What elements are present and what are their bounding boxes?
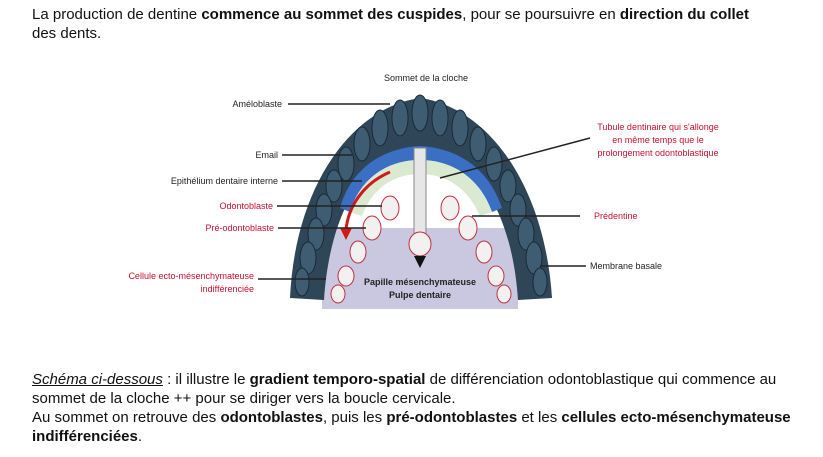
- intro-text-3: des dents.: [32, 25, 102, 42]
- label-email: Email: [255, 150, 278, 160]
- ameloblast-cells: [294, 94, 548, 297]
- label-papille-line1: Papille mésenchymateuse: [364, 277, 476, 287]
- summary-bold-4: cellules ecto-mésenchymateuse indifféren…: [32, 409, 791, 445]
- label-cellule-line1: Cellule ecto-mésenchymateuse: [128, 271, 254, 281]
- summary-paragraph: Schéma ci-dessous : il illustre le gradi…: [32, 370, 812, 446]
- label-pre-odontoblaste: Pré-odontoblaste: [205, 223, 274, 233]
- summary-text-6: .: [137, 428, 143, 445]
- intro-bold-1: commence au sommet des cuspides: [201, 6, 463, 23]
- central-odontoblast: [408, 231, 432, 257]
- summary-text-3: Au sommet on retrouve des: [32, 409, 221, 426]
- label-epithelium: Epithélium dentaire interne: [171, 176, 278, 186]
- summary-text-2: de différenciation odontoblastique qui c…: [32, 371, 777, 407]
- intro-text-1: La production de dentine: [32, 6, 202, 23]
- leader-lines: [258, 103, 591, 280]
- odontoblast-cells: [330, 195, 512, 304]
- dentinogenesis-diagram: Sommet de la cloche Améloblaste Email Ep…: [128, 73, 719, 309]
- summary-bold-1: gradient temporo-spatial: [249, 371, 426, 388]
- label-papille-line2: Pulpe dentaire: [389, 290, 451, 300]
- summary-underlined: Schéma ci-dessous: [32, 371, 163, 388]
- dentinal-tubule: [413, 147, 427, 241]
- label-tubule-line2: en même temps que le: [612, 135, 704, 145]
- enamel-layer: [340, 146, 502, 212]
- gradient-arrow-head-icon: [340, 228, 352, 240]
- summary-bold-3: pré-odontoblastes: [386, 409, 518, 426]
- summary-bold-2: odontoblastes: [220, 409, 323, 426]
- downward-arrow-icon: [414, 256, 426, 268]
- label-predentine: Prédentine: [594, 211, 638, 221]
- label-membrane: Membrane basale: [590, 261, 662, 271]
- summary-text-5: et les: [517, 409, 562, 426]
- summary-text-4: , puis les: [322, 409, 387, 426]
- intro-bold-2: direction du collet: [619, 6, 750, 23]
- label-top: Sommet de la cloche: [384, 73, 468, 83]
- intro-paragraph: La production de dentine commence au som…: [32, 5, 802, 43]
- intro-text-2: , pour se poursuivre en: [462, 6, 620, 23]
- label-ameloblaste: Améloblaste: [232, 99, 282, 109]
- gradient-arrow: [344, 170, 391, 231]
- label-odontoblaste: Odontoblaste: [219, 201, 273, 211]
- label-cellule-line2: indifférenciée: [201, 284, 254, 294]
- summary-text-1: : il illustre le: [162, 371, 250, 388]
- label-tubule-line1: Tubule dentinaire qui s'allonge: [597, 122, 718, 132]
- label-tubule-line3: prolongement odontoblastique: [597, 148, 718, 158]
